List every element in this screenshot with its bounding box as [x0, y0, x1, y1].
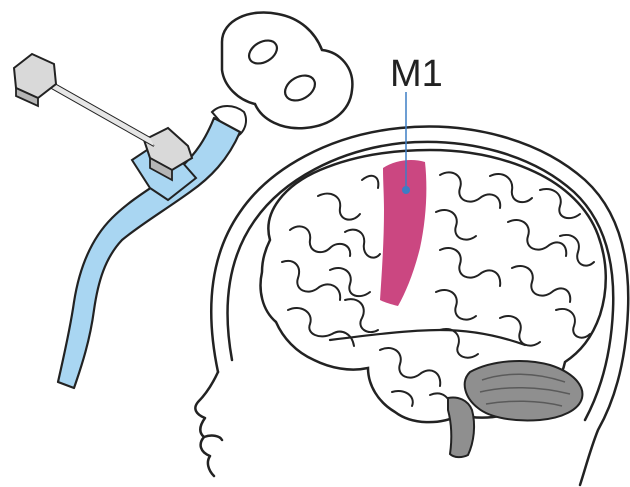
brainstem — [448, 398, 474, 458]
m1-marker-dot — [402, 186, 410, 194]
brain — [261, 150, 606, 457]
coil-cable-fill — [44, 78, 154, 146]
m1-label: M1 — [390, 53, 443, 95]
